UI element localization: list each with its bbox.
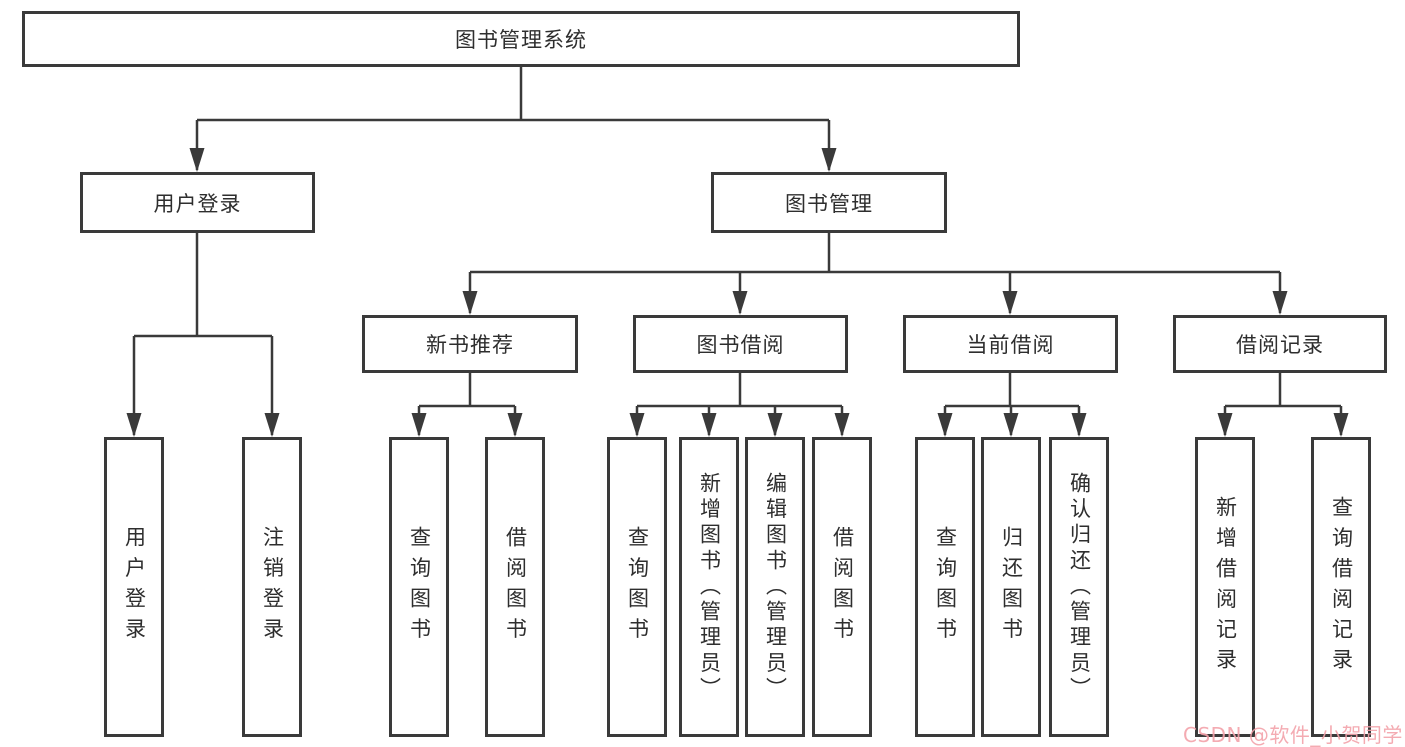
node-label: 新书推荐 — [426, 333, 514, 357]
leaf-label: 查询图书 — [933, 526, 958, 648]
leaf-borrow-book-2: 借阅图书 — [812, 437, 872, 737]
connector-current-borrow-to-leaves — [937, 373, 1087, 437]
connector-book-management-to-level3 — [462, 233, 1288, 315]
leaf-label: 注销登录 — [260, 526, 285, 648]
connector-borrow-record-to-leaves — [1217, 373, 1349, 437]
leaf-user-login: 用户登录 — [104, 437, 164, 737]
connector-new-book-to-leaves — [411, 373, 523, 437]
leaf-query-book-3: 查询图书 — [915, 437, 975, 737]
node-book-management: 图书管理 — [711, 172, 947, 233]
leaf-edit-book-admin: 编辑图书（管理员） — [745, 437, 805, 737]
leaf-label: 借阅图书 — [830, 526, 855, 648]
leaf-return-book: 归还图书 — [981, 437, 1041, 737]
node-borrow-record: 借阅记录 — [1173, 315, 1387, 373]
node-label: 当前借阅 — [966, 333, 1055, 357]
leaf-query-borrow-record: 查询借阅记录 — [1311, 437, 1371, 737]
connector-book-borrow-to-leaves — [629, 373, 850, 437]
node-label: 借阅记录 — [1236, 333, 1324, 357]
leaf-label: 用户登录 — [122, 526, 147, 648]
csdn-watermark: CSDN @软件_小贺同学 — [1183, 723, 1403, 747]
leaf-label: 确认归还（管理员） — [1067, 471, 1092, 703]
leaf-borrow-book-1: 借阅图书 — [485, 437, 545, 737]
leaf-confirm-return-admin: 确认归还（管理员） — [1049, 437, 1109, 737]
node-book-borrow: 图书借阅 — [633, 315, 848, 373]
leaf-logout: 注销登录 — [242, 437, 302, 737]
leaf-label: 查询图书 — [407, 526, 432, 648]
leaf-query-book-2: 查询图书 — [607, 437, 667, 737]
node-library-management-system: 图书管理系统 — [22, 11, 1020, 67]
leaf-add-borrow-record: 新增借阅记录 — [1195, 437, 1255, 737]
node-user-login: 用户登录 — [80, 172, 315, 233]
leaf-add-book-admin: 新增图书（管理员） — [679, 437, 739, 737]
leaf-label: 编辑图书（管理员） — [763, 471, 788, 703]
node-new-book-recommend: 新书推荐 — [362, 315, 578, 373]
node-current-borrow: 当前借阅 — [903, 315, 1118, 373]
node-label: 用户登录 — [153, 191, 242, 216]
leaf-label: 归还图书 — [999, 526, 1024, 648]
connector-user-login-to-leaves — [126, 233, 280, 437]
node-label: 图书管理系统 — [455, 28, 587, 52]
connector-root-to-level2 — [189, 67, 837, 172]
leaf-label: 借阅图书 — [503, 526, 528, 648]
leaf-label: 新增图书（管理员） — [697, 471, 722, 703]
node-label: 图书借阅 — [696, 333, 785, 357]
leaf-query-book-1: 查询图书 — [389, 437, 449, 737]
node-label: 图书管理 — [785, 191, 873, 216]
leaf-label: 新增借阅记录 — [1213, 495, 1238, 679]
leaf-label: 查询借阅记录 — [1329, 495, 1354, 679]
leaf-label: 查询图书 — [625, 526, 650, 648]
